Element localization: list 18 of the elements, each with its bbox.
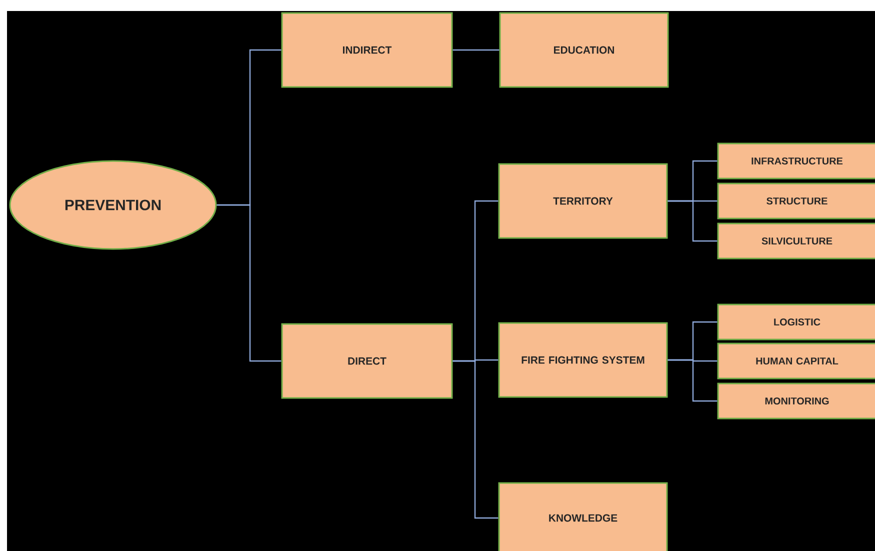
connector-line xyxy=(452,49,500,51)
process-box: INDIRECT xyxy=(281,12,453,88)
process-box: STRUCTURE xyxy=(717,182,875,220)
connector-line xyxy=(668,200,718,242)
connector-line xyxy=(452,360,498,519)
process-box: LOGISTIC xyxy=(717,304,875,340)
process-box: TERRITORY xyxy=(498,163,668,239)
process-box: DIRECT xyxy=(281,323,453,399)
process-box: SILVICULTURE xyxy=(717,222,875,260)
process-box: FIRE FIGHTING SYSTEM xyxy=(498,322,668,398)
connector-line xyxy=(668,359,718,402)
process-box: EDUCATION xyxy=(499,12,669,88)
process-box: KNOWLEDGE xyxy=(498,482,668,551)
connector-line xyxy=(216,204,282,362)
ellipse-node: PREVENTION xyxy=(9,160,217,250)
process-box: MONITORING xyxy=(717,382,875,420)
process-box: INFRASTRUCTURE xyxy=(717,142,875,180)
process-box: HUMAN CAPITAL xyxy=(717,342,875,380)
